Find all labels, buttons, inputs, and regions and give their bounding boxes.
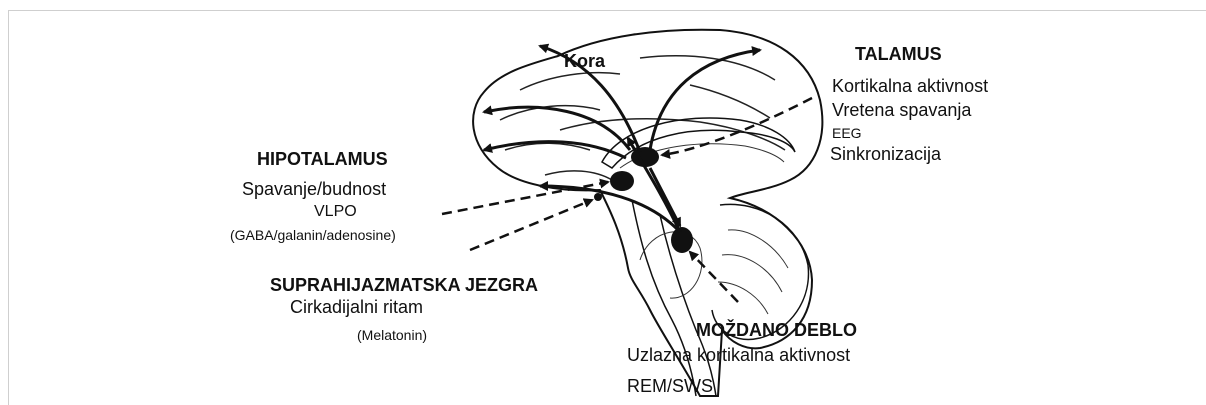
hypothalamus-line-3: (GABA/galanin/adenosine) (230, 227, 396, 243)
hypothalamus-line-2: VLPO (314, 203, 357, 220)
thalamus-line-3: EEG (832, 125, 862, 141)
hypothalamus-line-1: Spavanje/budnost (242, 179, 387, 199)
brainstem-line-2: REM/SWS (627, 376, 714, 396)
scn-nucleus (594, 193, 602, 201)
cortex-label: Kora (564, 51, 606, 71)
brainstem-outline (631, 199, 717, 397)
scn-title: SUPRAHIJAZMATSKA JEZGRA (270, 275, 539, 295)
cerebellum-folia (717, 229, 789, 315)
dashed-inputs (441, 96, 813, 303)
brainstem-line-1: Uzlazna kortikalna aktivnost (627, 345, 851, 365)
cerebellum-outline (711, 203, 810, 341)
pons-outline (639, 231, 703, 299)
thalamus-line-4: Sinkronizacija (830, 144, 942, 164)
thalamus-line-2: Vretena spavanja (832, 100, 972, 120)
thalamus-title: TALAMUS (855, 44, 942, 64)
cortical-projections (482, 43, 762, 234)
brain-outline (472, 28, 824, 397)
hypothalamus-title: HIPOTALAMUS (257, 149, 388, 169)
brainstem-nucleus (671, 227, 693, 253)
frame-top-border (8, 10, 1206, 11)
corpus-callosum (601, 117, 796, 169)
brainstem-title: MOŽDANO DEBLO (696, 320, 857, 340)
hypothalamus-nucleus (610, 171, 634, 191)
thalamus-line-1: Kortikalna aktivnost (832, 76, 989, 96)
thalamus-nucleus (631, 147, 659, 167)
scn-line-1: Cirkadijalni ritam (290, 297, 424, 317)
frame-left-border (8, 10, 9, 405)
scn-line-2: (Melatonin) (357, 327, 428, 343)
